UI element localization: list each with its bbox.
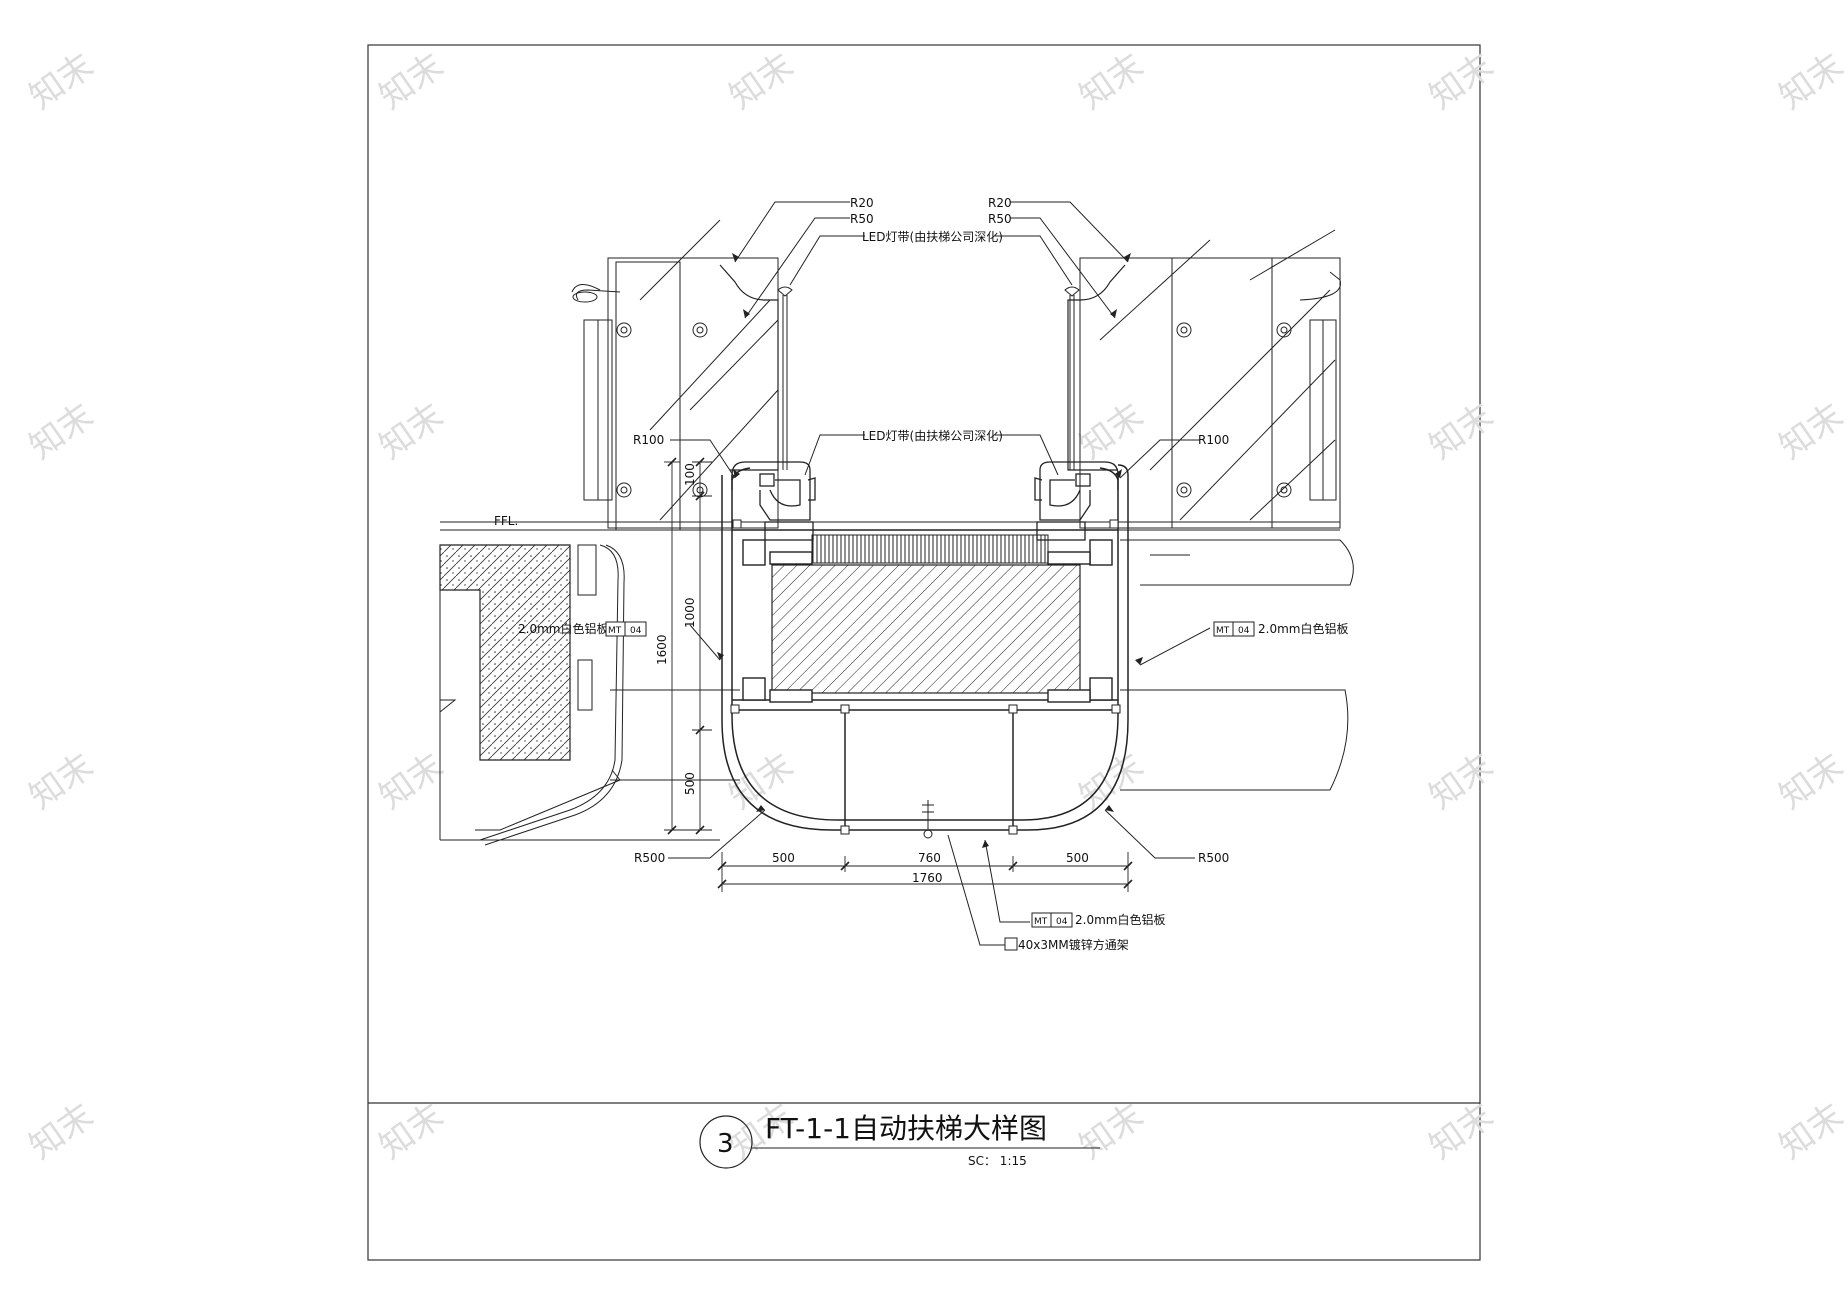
watermark-text: 知末 [22,746,101,818]
watermark-text: 知末 [1072,396,1151,468]
label-r100-right: R100 [1198,433,1229,447]
handrail-newel-right [1034,461,1119,541]
label-led-mid: LED灯带(由扶梯公司深化) [862,428,1003,443]
handrail-caps [719,264,1126,471]
truss-corner-blocks [742,539,1113,703]
watermark-text: 知末 [372,1096,451,1168]
label-r20-left: R20 [850,196,874,210]
dim-500-vertical: 500 [683,772,697,795]
dim-1600: 1600 [655,634,669,665]
label-r500-left: R500 [634,851,665,865]
leader-arrows [717,253,1143,848]
watermark-text: 知末 [722,46,801,118]
left-floor-slab [439,529,720,841]
watermark-text: 知末 [1422,746,1501,818]
label-r20-right: R20 [988,196,1012,210]
label-panel-left: 2.0mm白色铝板 [518,621,608,636]
dim-1760: 1760 [912,871,943,885]
steel-tube-symbol [1004,937,1018,951]
watermark-text: 知末 [22,396,101,468]
dim-760: 760 [918,851,941,865]
title-number: 3 [717,1129,734,1159]
sheet-border [367,44,1481,1261]
label-panel-right: 2.0mm白色铝板 [1258,621,1348,636]
label-led-top: LED灯带(由扶梯公司深化) [862,229,1003,244]
material-tag-right [1213,621,1255,637]
material-tag-right-code: MT [1216,626,1230,636]
material-tag-bottom-code: MT [1034,917,1048,927]
material-tag-left-num: 04 [630,626,642,636]
left-cladding [479,544,625,846]
dim-100: 100 [683,463,697,486]
label-panel-bottom: 2.0mm白色铝板 [1075,912,1165,927]
label-ffl: FFL. [494,514,518,528]
label-r500-right: R500 [1198,851,1229,865]
label-r50-right: R50 [988,212,1012,226]
watermark-text: 知末 [1422,46,1501,118]
watermark-text: 知末 [372,46,451,118]
dim-500-left: 500 [772,851,795,865]
drawing-title: FT-1-1自动扶梯大样图 [765,1112,1047,1145]
watermark-text: 知末 [1072,746,1151,818]
material-tag-left [605,621,647,637]
truss-joints [730,519,1121,835]
material-tag-right-num: 04 [1238,626,1250,636]
title-number-circle [699,1115,753,1169]
label-r100-left: R100 [633,433,664,447]
bottom-fitting [922,800,934,839]
watermark-text: 知末 [1772,396,1848,468]
watermark-text: 知末 [1772,746,1848,818]
watermark-text: 知末 [1772,46,1848,118]
escalator-comb [811,534,1049,564]
watermark-text: 知末 [372,746,451,818]
dimension-lines [664,461,1129,892]
dim-500-right: 500 [1066,851,1089,865]
watermark-text: 知末 [1072,1096,1151,1168]
label-steel-frame: 40x3MM镀锌方通架 [1018,937,1129,952]
label-r50-left: R50 [850,212,874,226]
watermark-text: 知末 [22,1096,101,1168]
watermark-text: 知末 [1422,1096,1501,1168]
material-tag-bottom [1031,912,1073,928]
left-glass-balustrade [571,219,779,531]
dim-1000: 1000 [683,597,697,628]
led-hanger-rods [777,286,1080,470]
right-glass-balustrade [1079,229,1341,529]
watermark-text: 知末 [1422,396,1501,468]
material-tag-bottom-num: 04 [1056,917,1068,927]
drawing-scale: SC： 1:15 [968,1154,1027,1168]
escalator-step-band [771,564,1081,694]
watermark-text: 知末 [22,46,101,118]
watermark-text: 知末 [372,396,451,468]
handrail-newel-left [731,461,816,541]
watermark-text: 知末 [1072,46,1151,118]
dimension-ticks [667,457,1133,889]
material-tag-left-code: MT [608,626,622,636]
watermark-text: 知末 [1772,1096,1848,1168]
leader-lines [668,201,1211,946]
